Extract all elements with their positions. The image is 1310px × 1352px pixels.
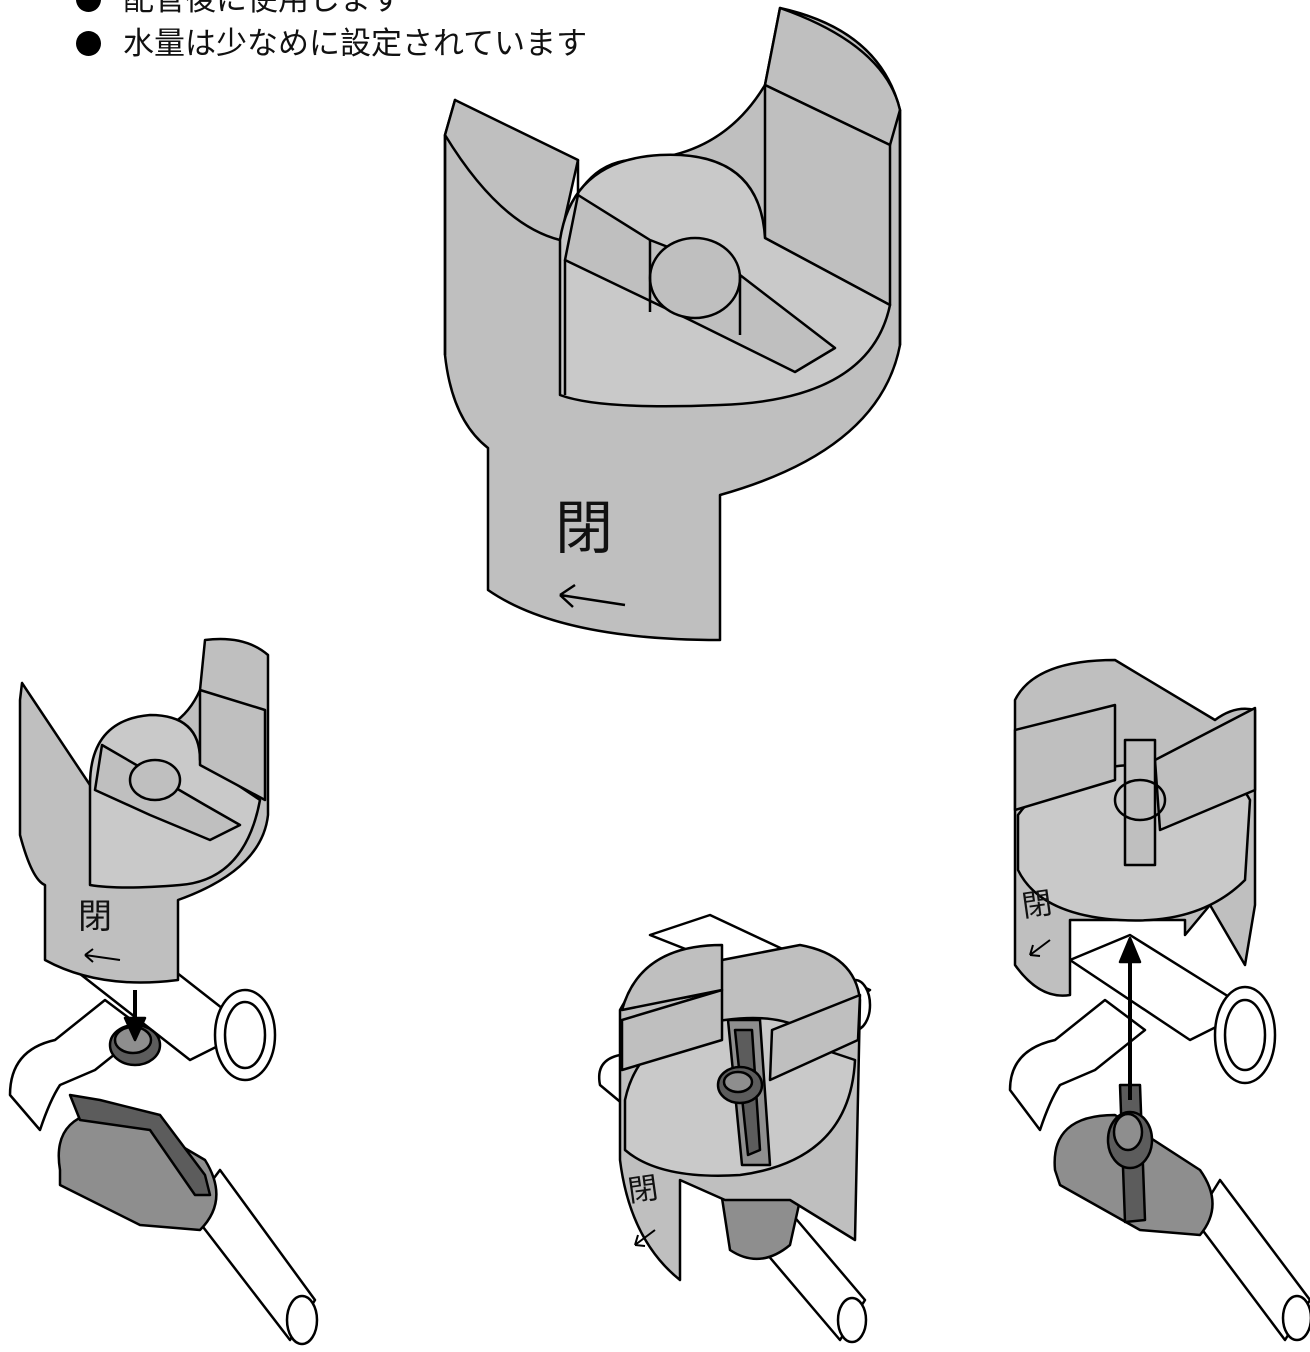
tool-label: 閉 [1020, 886, 1055, 925]
close-direction-arrow-icon [84, 948, 121, 963]
valve-key-tool-large: 閉 [443, 6, 902, 642]
note-text: 配管後に使用します [123, 0, 402, 18]
tool-label: 閉 [78, 897, 112, 937]
bullet-icon [76, 31, 101, 56]
bullet-icon [76, 0, 101, 12]
step-3-remove-key: 閉 [1008, 658, 1310, 1342]
note-item: 水量は少なめに設定されています [76, 22, 587, 66]
valve-handle [68, 1093, 212, 1197]
close-direction-arrow-icon [559, 583, 626, 608]
note-item: 配管後に使用します [76, 0, 587, 22]
ball-valve-body [57, 1108, 218, 1232]
note-text: 水量は少なめに設定されています [123, 26, 588, 62]
tool-label: 閉 [626, 1171, 661, 1210]
close-direction-arrow-icon [1029, 939, 1051, 957]
tool-label: 閉 [555, 494, 613, 562]
instruction-notes: 配管後に使用します 水量は少なめに設定されています [76, 0, 587, 66]
close-direction-arrow-icon [634, 1229, 656, 1247]
step-2-key-fitted: 閉 [597, 913, 872, 1344]
step-1-insert-key: 閉 [8, 637, 319, 1346]
